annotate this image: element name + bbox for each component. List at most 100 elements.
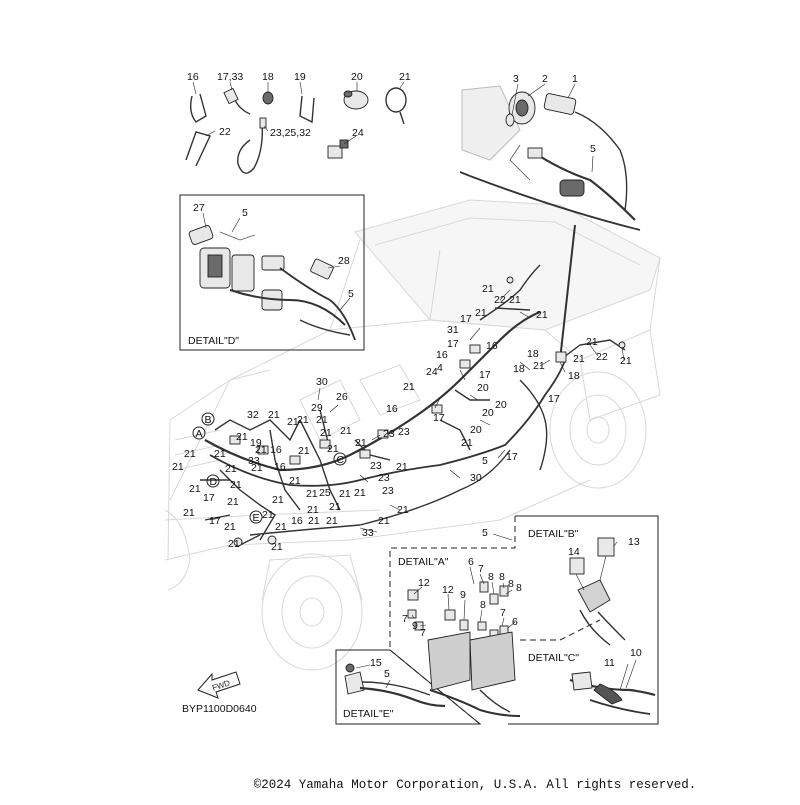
callout-23-25-32: 23,25,32	[270, 127, 311, 139]
callout-20: 20	[470, 424, 482, 436]
callout-21: 21	[306, 488, 318, 500]
callout-22: 22	[219, 126, 231, 138]
callout-21: 21	[396, 461, 408, 473]
detail-c-title: DETAIL"C"	[528, 652, 579, 664]
copyright-notice: ©2024 Yamaha Motor Corporation, U.S.A. A…	[0, 778, 800, 792]
callout-21: 21	[355, 437, 367, 449]
callout-24: 24	[352, 127, 364, 139]
callout-21: 21	[183, 507, 195, 519]
callout-23: 23	[382, 485, 394, 497]
callout-21: 21	[327, 443, 339, 455]
callout-16: 16	[436, 349, 448, 361]
callout-28: 28	[338, 255, 350, 267]
callout-21: 21	[271, 541, 283, 553]
callout-23: 23	[370, 460, 382, 472]
callout-21: 21	[262, 509, 274, 521]
detail-a-title: DETAIL"A"	[398, 556, 449, 568]
detail-boxes	[335, 515, 659, 725]
marker-a: A	[196, 428, 203, 440]
copyright-text: ©2024 Yamaha Motor Corporation, U.S.A. A…	[253, 778, 697, 792]
callout-16: 16	[291, 515, 303, 527]
callout-32: 32	[247, 409, 259, 421]
callout-5: 5	[482, 455, 488, 467]
callout-21: 21	[509, 294, 521, 306]
callout-6: 6	[468, 556, 474, 568]
callout-20: 20	[477, 382, 489, 394]
callout-23: 23	[383, 428, 395, 440]
callout-7: 7	[478, 563, 484, 575]
callout-17: 17	[203, 492, 215, 504]
callout-18: 18	[262, 71, 274, 83]
callout-12: 12	[418, 577, 430, 589]
callout-5-d-top: 5	[242, 207, 248, 219]
callout-31: 31	[447, 324, 459, 336]
callout-30: 30	[316, 376, 328, 388]
callout-21: 21	[475, 307, 487, 319]
callout-20: 20	[351, 71, 363, 83]
callout-21: 21	[354, 487, 366, 499]
callout-18: 18	[568, 370, 580, 382]
callout-21: 21	[620, 355, 632, 367]
callout-21: 21	[378, 515, 390, 527]
callout-15: 15	[370, 657, 382, 669]
callout-21: 21	[227, 496, 239, 508]
callout-11: 11	[604, 657, 615, 669]
callout-21: 21	[403, 381, 415, 393]
callout-21: 21	[586, 336, 598, 348]
callout-30: 30	[470, 472, 482, 484]
callout-13: 13	[628, 536, 640, 548]
callout-5-inset: 5	[590, 143, 596, 155]
fwd-arrow: FWD	[197, 671, 241, 699]
diagram-code: BYP1100D0640	[182, 703, 257, 715]
labels: 16 17,33 18 19 20 21 22 23,25,32 24 1 2 …	[172, 71, 642, 720]
callout-5-box: 5	[482, 527, 488, 539]
callout-21: 21	[340, 425, 352, 437]
callout-27: 27	[193, 202, 205, 214]
callout-7: 7	[420, 627, 426, 639]
inset-rear-sensor	[459, 83, 641, 231]
callout-21: 21	[236, 431, 248, 443]
callout-21: 21	[224, 521, 236, 533]
callout-9: 9	[412, 620, 418, 632]
callout-8: 8	[480, 599, 486, 611]
marker-c: C	[337, 454, 345, 466]
callout-24: 24	[426, 366, 438, 378]
callout-20: 20	[482, 407, 494, 419]
marker-b: B	[205, 414, 212, 426]
callout-22: 22	[494, 294, 506, 306]
callout-29: 29	[311, 402, 323, 414]
callout-16: 16	[274, 461, 286, 473]
callout-19: 19	[294, 71, 306, 83]
callout-16: 16	[386, 403, 398, 415]
callout-16: 16	[270, 444, 282, 456]
callout-21: 21	[268, 409, 280, 421]
callout-6: 6	[512, 616, 518, 628]
callout-10: 10	[630, 647, 642, 659]
callout-8: 8	[516, 582, 522, 594]
callout-33: 33	[362, 527, 374, 539]
callout-17: 17	[209, 515, 221, 527]
callout-18: 18	[513, 363, 525, 375]
callout-8: 8	[508, 578, 514, 590]
callout-21: 21	[320, 427, 332, 439]
detail-markers: B A C D E	[192, 412, 347, 524]
callout-17: 17	[506, 451, 518, 463]
callout-17: 17	[479, 369, 491, 381]
callout-21: 21	[307, 504, 319, 516]
top-parts	[185, 81, 407, 174]
callout-1: 1	[572, 73, 578, 85]
callout-21: 21	[326, 515, 338, 527]
callout-21: 21	[297, 414, 309, 426]
callout-33: 33	[248, 455, 260, 467]
callout-5-e: 5	[384, 668, 390, 680]
vehicle-ghost	[164, 199, 661, 671]
callout-12: 12	[442, 584, 454, 596]
callout-17: 17	[548, 393, 560, 405]
callout-2: 2	[542, 73, 548, 85]
callout-23: 23	[378, 472, 390, 484]
callout-16: 16	[486, 340, 498, 352]
callout-21: 21	[308, 515, 320, 527]
callout-21: 21	[255, 444, 267, 456]
callout-21: 21	[339, 488, 351, 500]
callout-21: 21	[214, 448, 226, 460]
